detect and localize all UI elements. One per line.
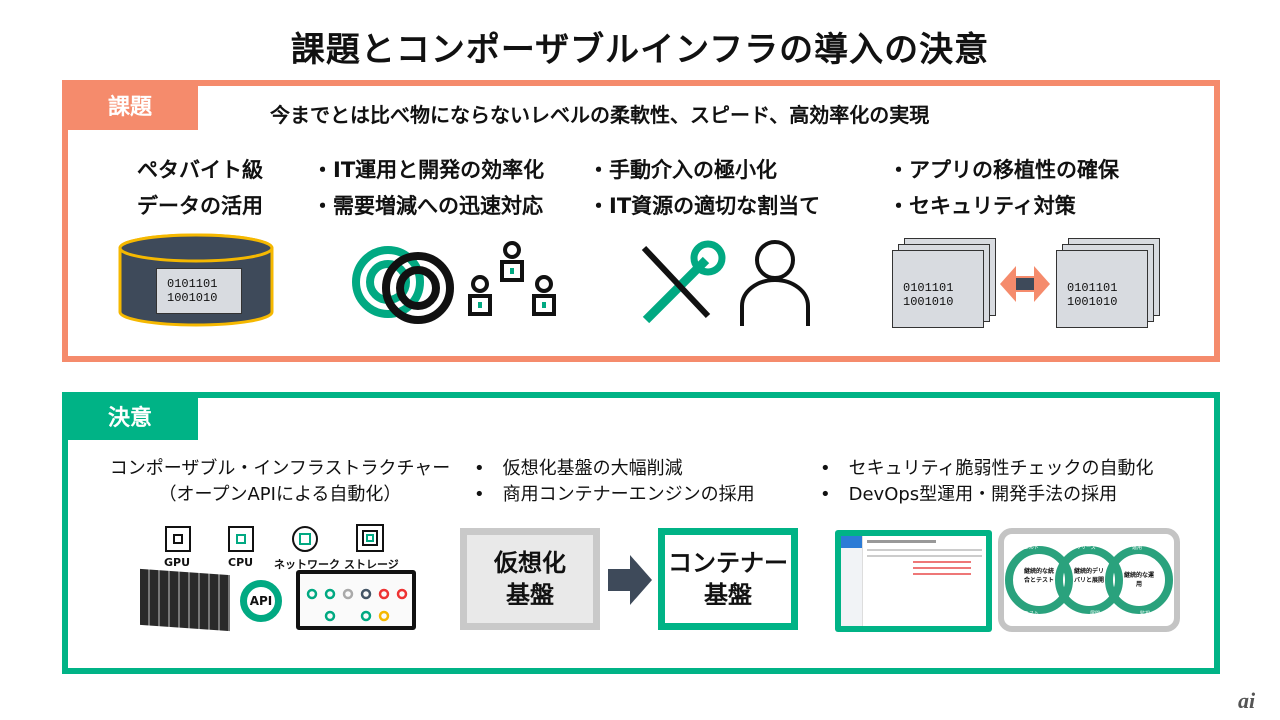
decision-tab: 決意 [62, 392, 198, 440]
decision-line: • セキュリティ脆弱性チェックの自動化 [820, 458, 1154, 479]
cycle-label: 監視 [1140, 611, 1151, 617]
virtualization-card: 仮想化基盤 [460, 528, 600, 630]
gpu-label: GPU [164, 556, 191, 569]
issue-line: ・セキュリティ対策 [888, 194, 1076, 218]
slide-title: 課題とコンポーザブルインフラの導入の決意 [290, 30, 990, 70]
network-icon [290, 524, 320, 558]
api-label: API [249, 594, 273, 608]
dashboard-screenshot [296, 570, 416, 630]
issue-data: ペタバイト級 データの活用 [110, 152, 290, 224]
devops-cycle-diagram: 継続的な統合とテスト 継続的デリバリと展開 継続的な運用 ビルド テスト リリー… [998, 528, 1180, 632]
cycle-label: 展開 [1090, 611, 1101, 617]
issue-line: データの活用 [137, 194, 263, 218]
issue-portability: ・アプリの移植性の確保 ・セキュリティ対策 [888, 152, 1119, 224]
binary-text: 0101101 [1067, 281, 1118, 295]
cpu-label: CPU [228, 556, 254, 569]
binary-text: 0101101 [903, 281, 954, 295]
cycle-label: ビルド [1024, 545, 1040, 551]
decision-container: • 仮想化基盤の大幅削減 • 商用コンテナーエンジンの採用 [474, 456, 755, 508]
cycle-label: テスト [1024, 611, 1040, 617]
issue-line: ・IT運用と開発の効率化 [312, 158, 545, 182]
team-icon [464, 240, 564, 334]
network-label: ネットワーク [274, 558, 340, 571]
issues-headline: 今までとは比べ物にならないレベルの柔軟性、スピード、高効率化の実現 [270, 103, 930, 127]
issue-line: ペタバイト級 [137, 158, 263, 182]
composable-illustration: GPU CPU ネットワーク ストレージ API [130, 520, 430, 640]
arrow-right-icon [608, 555, 652, 609]
issues-tab: 課題 [62, 80, 198, 130]
decision-line: コンポーザブル・インフラストラクチャー [109, 458, 451, 479]
binary-text: 1001010 [903, 295, 954, 310]
bidirectional-arrow-icon [1000, 262, 1050, 310]
decision-line: • DevOps型運用・開発手法の採用 [820, 484, 1118, 505]
issues-panel [62, 80, 1220, 362]
gpu-chip-icon [165, 526, 191, 552]
cpu-chip-icon [228, 526, 254, 552]
cycle-ops: 継続的な運用 [1123, 572, 1154, 588]
api-badge: API [240, 580, 282, 622]
card-line: 基盤 [704, 581, 752, 609]
card-line: 仮想化 [494, 548, 566, 577]
storage-icon [356, 524, 384, 552]
issue-line: ・アプリの移植性の確保 [888, 158, 1119, 182]
decision-devops: • セキュリティ脆弱性チェックの自動化 • DevOps型運用・開発手法の採用 [820, 456, 1154, 508]
decision-line: • 商用コンテナーエンジンの採用 [474, 484, 755, 505]
cycle-label: リリース [1076, 545, 1096, 551]
server-rack-image [140, 568, 230, 632]
container-card: コンテナー基盤 [658, 528, 798, 630]
decision-panel [62, 392, 1220, 674]
issue-line: ・IT資源の適切な割当て [588, 194, 821, 218]
binary-text: 0101101 [167, 277, 218, 291]
binary-text: 1001010 [167, 291, 218, 306]
cycle-cd: 継続的デリバリと展開 [1073, 568, 1104, 584]
decision-composable: コンポーザブル・インフラストラクチャー （オープンAPIによる自動化） [90, 456, 470, 508]
cycle-label: 運用 [1132, 545, 1143, 551]
watermark-logo: ai [1238, 688, 1256, 713]
issue-line: ・需要増減への迅速対応 [312, 194, 543, 218]
cycle-ci: 継続的な統合とテスト [1023, 568, 1054, 584]
issue-line: ・手動介入の極小化 [588, 158, 777, 182]
tools-icon [636, 240, 726, 334]
issue-automation: ・手動介入の極小化 ・IT資源の適切な割当て [588, 152, 820, 224]
linked-rings-icon [350, 240, 460, 334]
binary-text: 1001010 [1067, 295, 1118, 310]
decision-line: • 仮想化基盤の大幅削減 [474, 458, 683, 479]
person-icon [738, 238, 812, 332]
issue-ops: ・IT運用と開発の効率化 ・需要増減への迅速対応 [312, 152, 544, 224]
card-line: コンテナー [668, 548, 788, 577]
storage-label: ストレージ [344, 558, 399, 571]
card-line: 基盤 [506, 581, 554, 609]
decision-line: （オープンAPIによる自動化） [158, 484, 402, 505]
registry-screenshot [835, 530, 992, 632]
